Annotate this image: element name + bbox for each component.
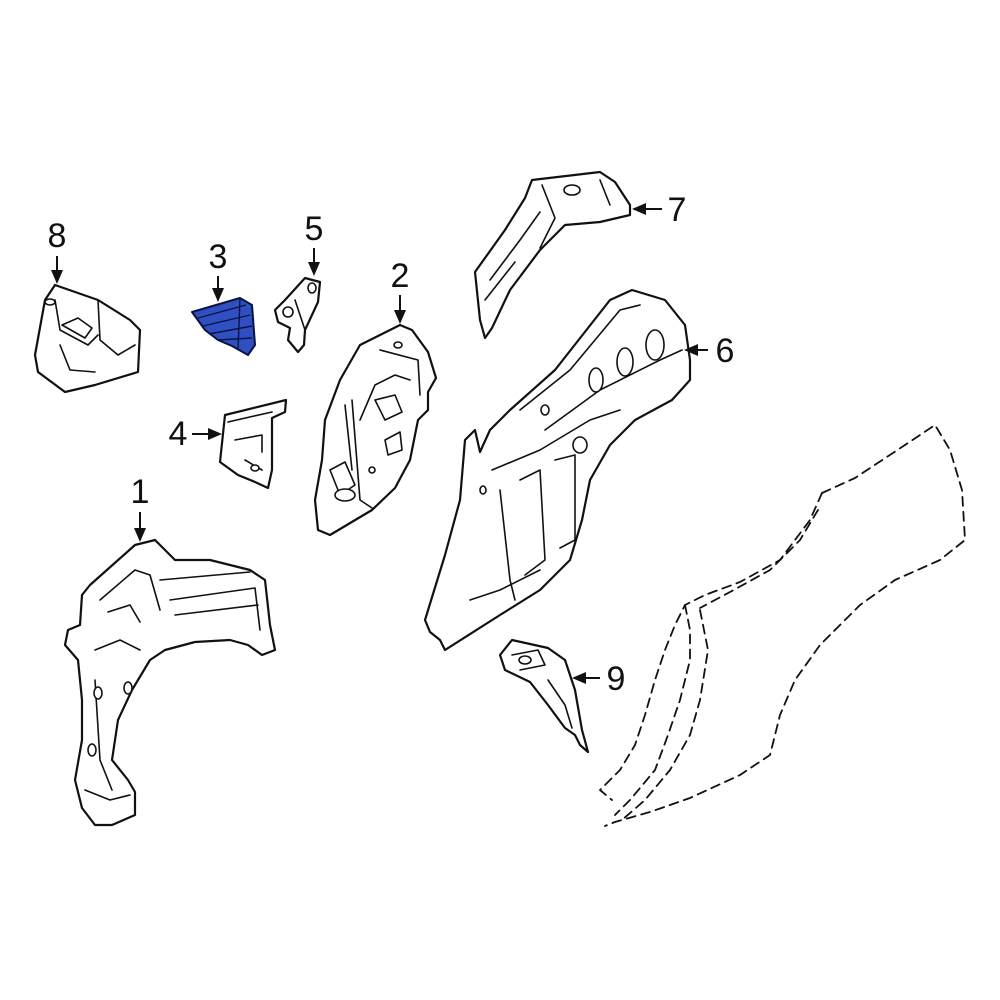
svg-text:2: 2	[391, 257, 410, 295]
callout-8: 8	[48, 217, 67, 284]
svg-text:7: 7	[668, 191, 687, 229]
part-1-wheelhouse[interactable]	[63, 538, 277, 827]
svg-text:4: 4	[169, 415, 188, 453]
part-2-inner-panel[interactable]	[313, 323, 438, 537]
svg-text:8: 8	[48, 217, 67, 255]
part-4-panel[interactable]	[218, 398, 288, 490]
part-3-insulator-highlighted[interactable]	[191, 297, 256, 356]
svg-text:1: 1	[131, 473, 150, 511]
callout-2: 2	[391, 257, 410, 324]
svg-text:9: 9	[607, 660, 626, 698]
callout-3: 3	[209, 238, 228, 302]
callout-4: 4	[169, 415, 222, 453]
callout-6: 6	[684, 332, 734, 370]
callout-7: 7	[632, 191, 686, 229]
svg-text:6: 6	[716, 332, 735, 370]
svg-text:3: 3	[209, 238, 228, 276]
part-5-bracket[interactable]	[273, 276, 322, 354]
callout-9: 9	[572, 660, 625, 698]
callout-1: 1	[131, 473, 150, 542]
part-7-pillar[interactable]	[473, 170, 632, 340]
part-9-bracket[interactable]	[498, 638, 590, 754]
part-6-inner-quarter-panel[interactable]	[423, 288, 692, 652]
svg-text:5: 5	[305, 210, 324, 248]
part-8-bracket[interactable]	[33, 283, 142, 394]
callout-5: 5	[305, 210, 324, 276]
outer-quarter-panel-dashed	[599, 424, 966, 827]
